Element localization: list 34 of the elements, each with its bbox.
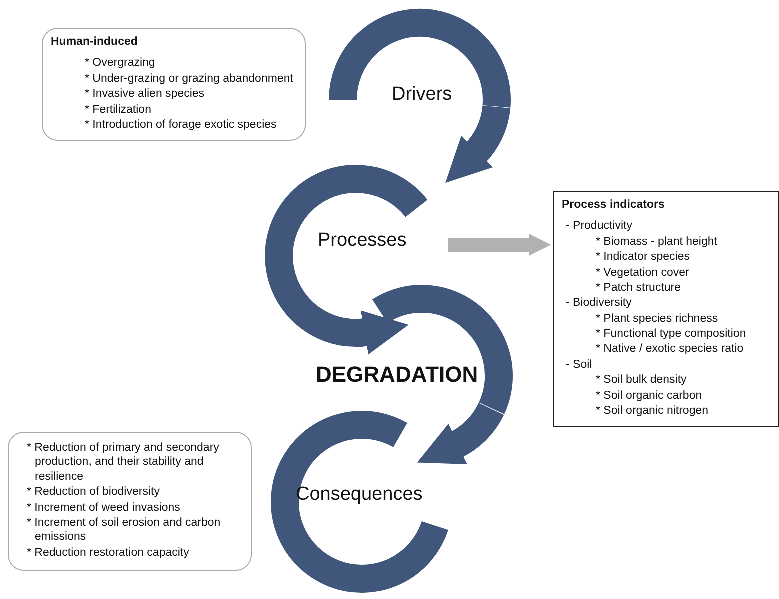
list-item: * Reduction of biodiversity (26, 485, 161, 500)
list-item: * Patch structure (595, 280, 682, 296)
heading: Human-induced (51, 35, 139, 50)
list-item: * Fertilization (84, 102, 152, 117)
text-box (42, 28, 306, 142)
list-item: * Vegetation cover (595, 266, 690, 280)
heading: Process indicators (562, 198, 666, 212)
list-item: - Productivity (565, 219, 634, 234)
list-item: * Functional type composition (595, 327, 748, 342)
list-item: * Indicator species (595, 250, 691, 264)
text-box (8, 432, 252, 571)
list-item: * Soil organic nitrogen (595, 404, 710, 418)
list-item: * Native / exotic species ratio (595, 342, 745, 357)
arrow (448, 234, 552, 256)
list-item: - Soil (565, 358, 594, 372)
list-item: * Biomass - plant height (595, 234, 718, 250)
list-item: * Plant species richness (595, 312, 720, 326)
list-item: * Under-grazing or grazing abandonment (84, 72, 294, 86)
text-box (553, 191, 779, 428)
curved-arrow (447, 104, 511, 185)
list-item: * Increment of weed invasions (26, 500, 182, 515)
list-item: * Introduction of forage exotic species (84, 118, 278, 132)
list-item: * Soil bulk density (595, 373, 688, 388)
list-item: - Biodiversity (565, 296, 633, 311)
curved-arrow (310, 310, 410, 355)
stage-label: Drivers (392, 84, 452, 106)
list-item: * Increment of soil erosion and carbon emissions (26, 516, 222, 545)
stage-label: DEGRADATION (316, 362, 478, 388)
list-item: * Overgrazing (84, 56, 156, 71)
list-item: * Reduction of primary and secondary production, and their stability and resilience (26, 441, 220, 484)
list-item: * Invasive alien species (84, 87, 206, 102)
list-item: * Reduction restoration capacity (26, 546, 190, 560)
list-item: * Soil organic carbon (595, 388, 704, 403)
stage-label: Processes (318, 230, 407, 252)
